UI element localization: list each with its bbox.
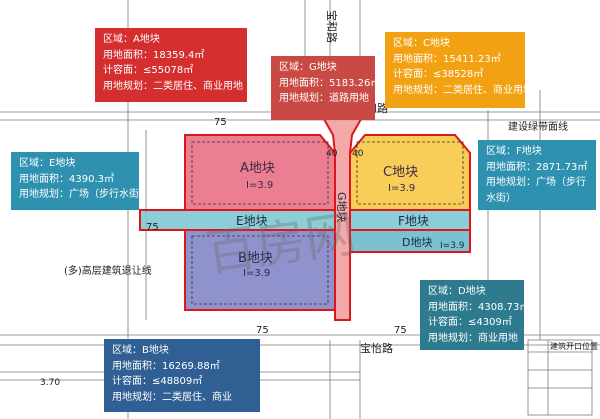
callout-c-use: 用地规划：二类居住、商业用地 xyxy=(393,84,533,96)
green-belt-label: 建设绿带面线 xyxy=(508,120,568,133)
callout-plot-f: 区域：F地块 用地面积：2871.73㎡ 用地规划：广场（步行 水街） xyxy=(478,140,596,210)
callout-d-gfa: 计容面：≤4309㎡ xyxy=(428,317,512,328)
callout-a-use: 用地规划：二类居住、商业用地 xyxy=(103,80,243,92)
plot-c-far: I=3.9 xyxy=(388,183,415,194)
callout-b-area: 用地面积：16269.88㎡ xyxy=(112,360,220,372)
callout-g-use: 用地规划：道路用地 xyxy=(279,93,369,104)
callout-f-area: 用地面积：2871.73㎡ xyxy=(486,161,588,173)
road-vertical-label: 宝和路 xyxy=(325,10,339,43)
callout-e-area: 用地面积：4390.3㎡ xyxy=(19,173,114,185)
callout-b-region: 区域：B地块 xyxy=(112,345,169,356)
callout-plot-c: 区域：C地块 用地面积：15411.23㎡ 计容面：≤38528㎡ 用地规划：二… xyxy=(385,32,533,108)
plot-d-far: I=3.9 xyxy=(440,241,465,251)
callout-d-area: 用地面积：4308.73㎡ xyxy=(428,301,530,313)
plot-b-far: I=3.9 xyxy=(243,268,270,279)
callout-plot-g: 区域：G地块 用地面积：5183.26㎡ 用地规划：道路用地 xyxy=(271,56,381,120)
plot-f-label: F地块 xyxy=(398,214,429,228)
callout-d-use: 用地规划：商业用地 xyxy=(428,332,518,344)
callout-e-use: 用地规划：广场（步行水街） xyxy=(19,189,149,200)
callout-b-gfa: 计容面：≤48809㎡ xyxy=(112,376,203,387)
callout-c-region: 区域：C地块 xyxy=(393,38,450,49)
plot-d-label: D地块 xyxy=(402,236,432,249)
highrise-setback-label: (多)高层建筑退让线 xyxy=(64,264,152,277)
callout-c-area: 用地面积：15411.23㎡ xyxy=(393,53,501,65)
dimension-3-70: 3.70 xyxy=(40,378,60,388)
dimension-75-left: 75 xyxy=(146,222,159,233)
callout-plot-a: 区域：A地块 用地面积：18359.4㎡ 计容面：≤55078㎡ 用地规划：二类… xyxy=(95,28,247,102)
callout-g-region: 区域：G地块 xyxy=(279,62,337,73)
callout-a-area: 用地面积：18359.4㎡ xyxy=(103,49,205,61)
callout-c-gfa: 计容面：≤38528㎡ xyxy=(393,69,484,80)
callout-d-region: 区域：D地块 xyxy=(428,286,486,297)
legend-title: 建筑开口位置 xyxy=(550,341,598,351)
plot-b[interactable] xyxy=(184,229,336,311)
plot-b-label: B地块 xyxy=(238,251,273,266)
callout-g-area: 用地面积：5183.26㎡ xyxy=(279,77,381,89)
dimension-40-right: 40 xyxy=(352,149,364,159)
callout-e-region: 区域：E地块 xyxy=(19,158,76,169)
plot-c-label: C地块 xyxy=(383,165,418,180)
callout-b-use: 用地规划：二类居住、商业 xyxy=(112,391,232,403)
setback-lines xyxy=(191,141,464,305)
road-south-label: 宝怡路 xyxy=(360,341,393,355)
plot-g-label: G地块 xyxy=(335,192,348,223)
plot-e-label: E地块 xyxy=(236,214,268,228)
callout-a-region: 区域：A地块 xyxy=(103,34,160,45)
callout-f-use1: 用地规划：广场（步行 xyxy=(486,177,586,188)
callout-f-use2: 水街） xyxy=(486,192,516,204)
callout-a-gfa: 计容面：≤55078㎡ xyxy=(103,65,194,76)
callout-f-region: 区域：F地块 xyxy=(486,146,542,157)
dimension-75-mid: 75 xyxy=(214,117,227,128)
plot-a-label: A地块 xyxy=(240,161,275,176)
callout-plot-b: 区域：B地块 用地面积：16269.88㎡ 计容面：≤48809㎡ 用地规划：二… xyxy=(104,339,260,412)
callout-plot-d: 区域：D地块 用地面积：4308.73㎡ 计容面：≤4309㎡ 用地规划：商业用… xyxy=(420,280,530,350)
plot-a-far: I=3.9 xyxy=(246,180,273,191)
dimension-75-right: 75 xyxy=(394,325,407,336)
callout-plot-e: 区域：E地块 用地面积：4390.3㎡ 用地规划：广场（步行水街） xyxy=(11,152,149,210)
dimension-75-mid-left: 75 xyxy=(256,325,269,336)
dimension-40-left: 40 xyxy=(326,149,338,159)
